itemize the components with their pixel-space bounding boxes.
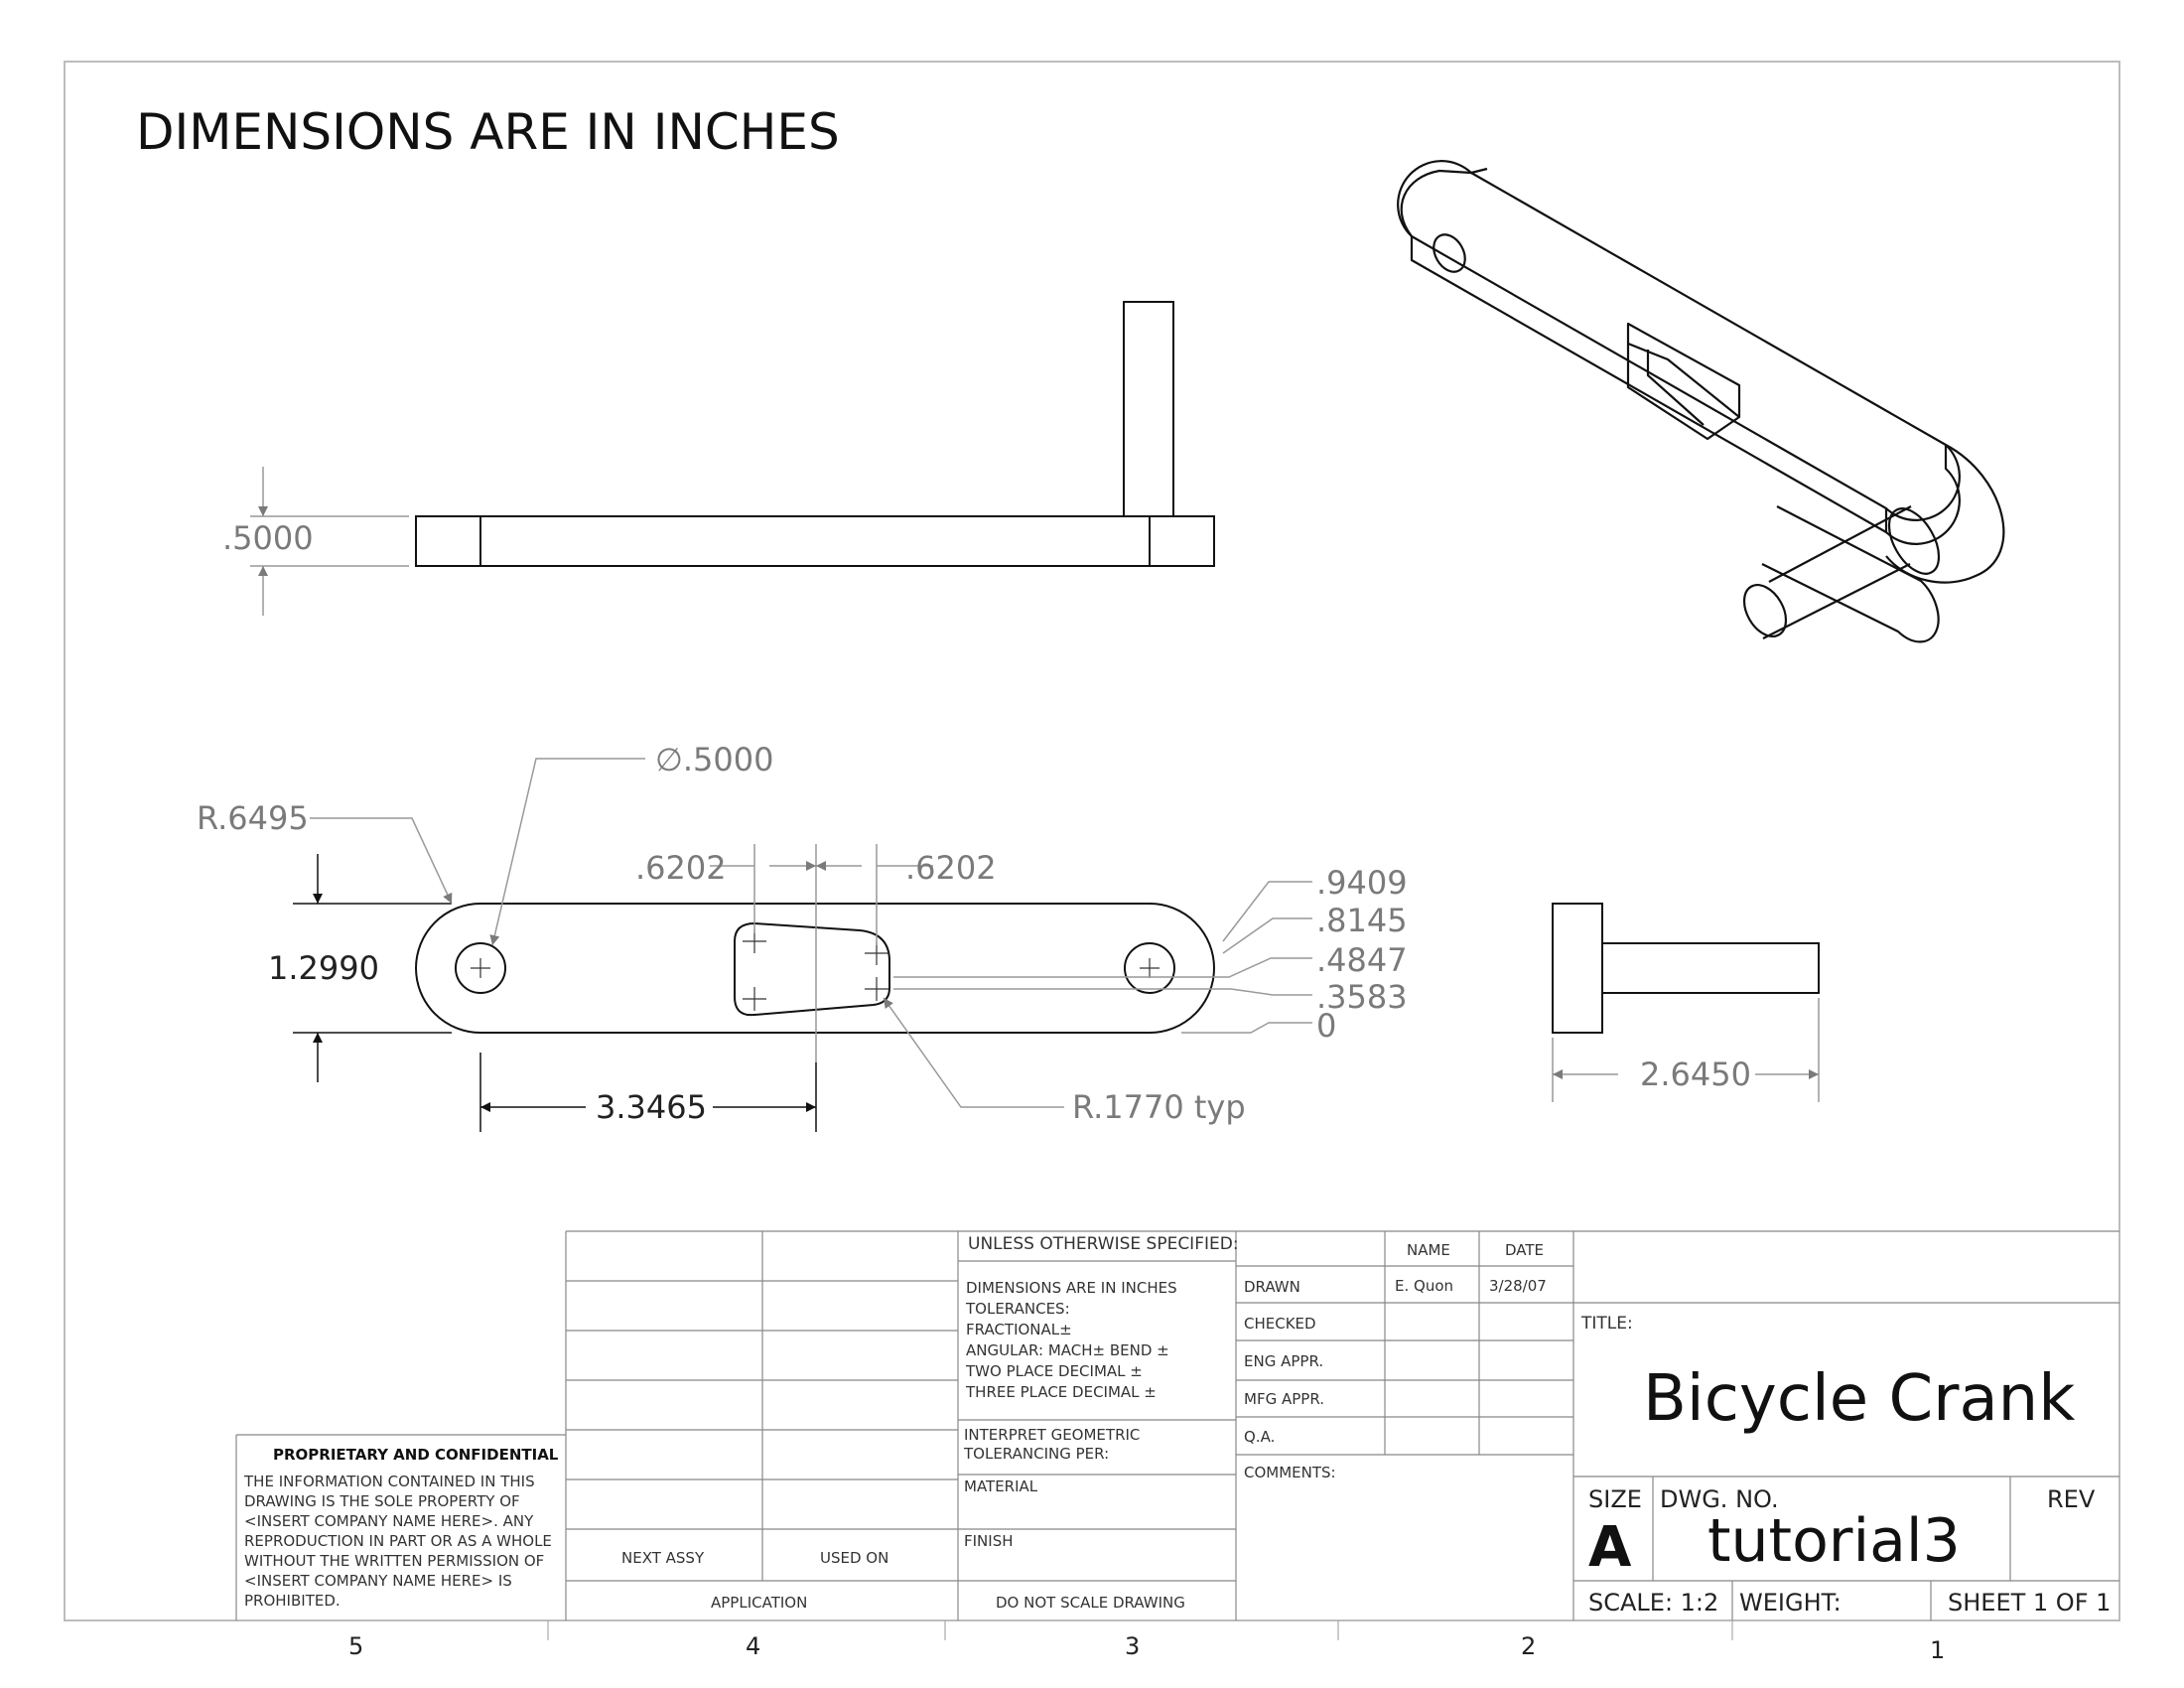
proprietary-line-1: THE INFORMATION CONTAINED IN THIS bbox=[243, 1473, 535, 1490]
geometric-line-2: TOLERANCING PER: bbox=[963, 1445, 1109, 1463]
zone-ticks bbox=[547, 1620, 1733, 1640]
zone-5: 5 bbox=[348, 1632, 363, 1660]
checked-label: CHECKED bbox=[1244, 1315, 1316, 1333]
used-on-label: USED ON bbox=[820, 1549, 888, 1567]
ordinate-4-label: .3583 bbox=[1316, 978, 1408, 1016]
unless-specified: UNLESS OTHERWISE SPECIFIED: bbox=[968, 1234, 1239, 1254]
comments-label: COMMENTS: bbox=[1244, 1464, 1336, 1481]
do-not-scale-label: DO NOT SCALE DRAWING bbox=[996, 1594, 1185, 1612]
radius-end-label: R.6495 bbox=[197, 799, 309, 837]
ordinate-5-label: 0 bbox=[1316, 1007, 1336, 1045]
size-value: A bbox=[1588, 1515, 1632, 1580]
slot-offset-dimension bbox=[710, 844, 933, 1062]
title-label: TITLE: bbox=[1580, 1314, 1633, 1334]
proprietary-line-4: REPRODUCTION IN PART OR AS A WHOLE bbox=[244, 1532, 552, 1550]
tolerance-line-3: FRACTIONAL± bbox=[966, 1321, 1072, 1338]
finish-label: FINISH bbox=[964, 1532, 1014, 1550]
thickness-dimension bbox=[250, 467, 409, 616]
zone-3: 3 bbox=[1125, 1632, 1140, 1660]
thickness-label: .5000 bbox=[222, 519, 314, 557]
width-dimension bbox=[293, 854, 452, 1082]
sheet-border bbox=[64, 61, 2120, 1621]
date-header: DATE bbox=[1505, 1241, 1544, 1259]
front-view bbox=[415, 301, 1215, 567]
drawing-title: Bicycle Crank bbox=[1643, 1362, 2075, 1436]
center-marks bbox=[471, 929, 1160, 1011]
proprietary-line-5: WITHOUT THE WRITTEN PERMISSION OF bbox=[244, 1552, 544, 1570]
ordinate-3-label: .4847 bbox=[1316, 941, 1408, 979]
application-label: APPLICATION bbox=[711, 1594, 807, 1612]
mfg-appr-label: MFG APPR. bbox=[1244, 1390, 1324, 1408]
tolerance-line-2: TOLERANCES: bbox=[965, 1300, 1070, 1318]
weight-label: WEIGHT: bbox=[1739, 1589, 1842, 1617]
tolerance-line-4: ANGULAR: MACH± BEND ± bbox=[966, 1341, 1169, 1359]
slot-offset-left-label: .6202 bbox=[635, 849, 727, 887]
length-dimension bbox=[479, 1053, 817, 1132]
ordinate-2-label: .8145 bbox=[1316, 902, 1408, 939]
zone-4: 4 bbox=[746, 1632, 760, 1660]
radius-end-leader bbox=[310, 817, 453, 905]
top-view bbox=[415, 903, 1215, 1034]
pedal-length-dimension bbox=[1552, 998, 1820, 1102]
diameter-leader bbox=[489, 758, 645, 946]
name-header: NAME bbox=[1407, 1241, 1450, 1259]
isometric-view bbox=[1397, 160, 2005, 643]
geometric-line-1: INTERPRET GEOMETRIC bbox=[964, 1426, 1140, 1444]
dwg-no-value: tutorial3 bbox=[1707, 1506, 1961, 1576]
drawn-date: 3/28/07 bbox=[1489, 1277, 1547, 1295]
eng-appr-label: ENG APPR. bbox=[1244, 1352, 1323, 1370]
pedal-length-label: 2.6450 bbox=[1640, 1055, 1751, 1093]
tolerance-line-1: DIMENSIONS ARE IN INCHES bbox=[966, 1279, 1177, 1297]
drawn-name: E. Quon bbox=[1395, 1277, 1453, 1295]
tolerance-line-5: TWO PLACE DECIMAL ± bbox=[965, 1362, 1143, 1380]
dwg-no-label: DWG. NO. bbox=[1660, 1485, 1779, 1513]
slot-offset-right-label: .6202 bbox=[905, 849, 997, 887]
ordinate-1-label: .9409 bbox=[1316, 864, 1408, 902]
size-label: SIZE bbox=[1588, 1485, 1642, 1513]
ordinate-leaders bbox=[893, 881, 1312, 1034]
qa-label: Q.A. bbox=[1244, 1428, 1275, 1446]
zone-1: 1 bbox=[1930, 1636, 1945, 1664]
material-label: MATERIAL bbox=[964, 1477, 1038, 1495]
proprietary-line-6: <INSERT COMPANY NAME HERE> IS bbox=[244, 1572, 512, 1590]
slot-radius-leader bbox=[883, 997, 1064, 1108]
drawn-label: DRAWN bbox=[1244, 1278, 1300, 1296]
dimensions-note: DIMENSIONS ARE IN INCHES bbox=[136, 103, 840, 161]
proprietary-line-2: DRAWING IS THE SOLE PROPERTY OF bbox=[244, 1492, 520, 1510]
proprietary-title: PROPRIETARY AND CONFIDENTIAL bbox=[273, 1446, 559, 1464]
proprietary-line-3: <INSERT COMPANY NAME HERE>. ANY bbox=[244, 1512, 534, 1530]
side-view bbox=[1552, 903, 1820, 1034]
zone-2: 2 bbox=[1521, 1632, 1536, 1660]
next-assy-label: NEXT ASSY bbox=[621, 1549, 705, 1567]
proprietary-line-7: PROHIBITED. bbox=[244, 1592, 341, 1610]
tolerance-line-6: THREE PLACE DECIMAL ± bbox=[965, 1383, 1157, 1401]
sheet-label: SHEET 1 OF 1 bbox=[1948, 1589, 2111, 1617]
scale-label: SCALE: 1:2 bbox=[1588, 1589, 1718, 1617]
width-label: 1.2990 bbox=[268, 949, 379, 987]
slot-radius-label: R.1770 typ bbox=[1072, 1088, 1246, 1126]
length-label: 3.3465 bbox=[596, 1088, 707, 1126]
title-block-lines bbox=[235, 1230, 2119, 1620]
diameter-label: ∅.5000 bbox=[655, 741, 773, 778]
rev-label: REV bbox=[2047, 1485, 2096, 1513]
